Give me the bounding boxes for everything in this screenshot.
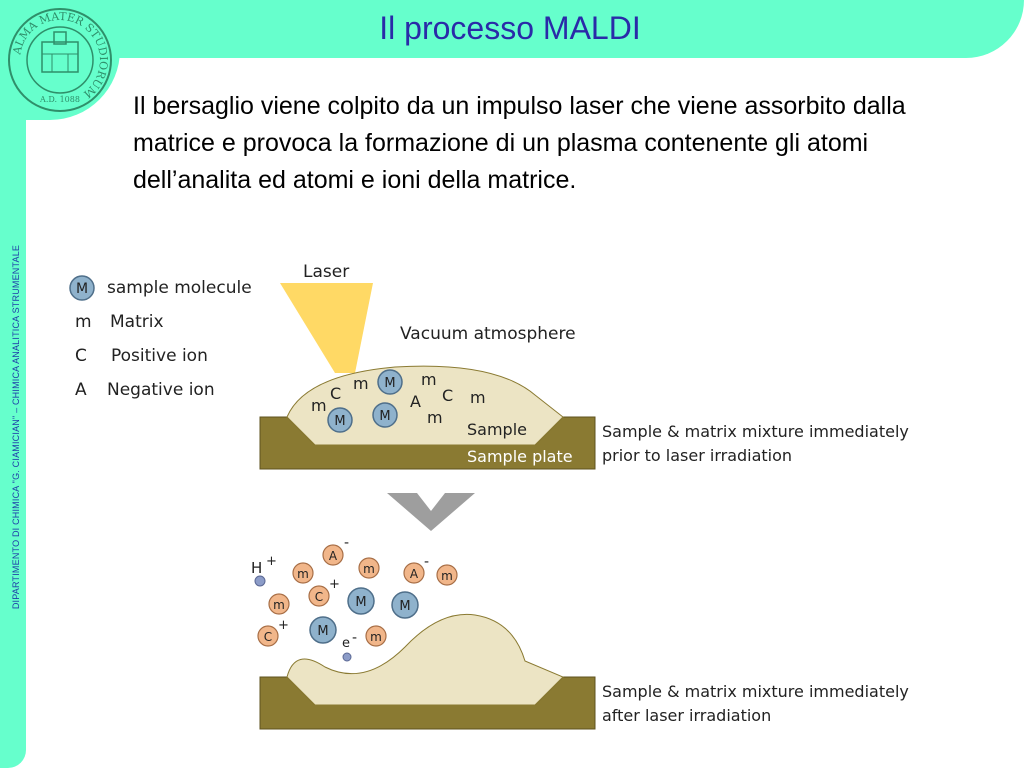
sample-plate-label: Sample plate	[467, 447, 573, 466]
ion-h-charge: +	[266, 554, 277, 569]
legend-sample-molecule: sample molecule	[107, 278, 252, 298]
header-band	[0, 0, 1024, 58]
legend-positive: Positive ion	[111, 346, 208, 366]
seal-year: A.D. 1088	[39, 95, 80, 104]
matrix-3: m	[421, 370, 437, 389]
anion-1-label: A	[329, 549, 338, 563]
matrix-ion-3	[436, 564, 458, 586]
electron-label: e	[342, 636, 350, 651]
molecule-after-1-label: M	[355, 595, 366, 610]
slide-title: Il processo MALDI	[379, 10, 641, 46]
left-band	[0, 0, 26, 768]
ion-c1: C	[330, 384, 341, 403]
ion-a1: A	[410, 392, 421, 411]
matrix-ion-4	[268, 593, 290, 615]
legend-sample-molecule-symbol: M	[76, 281, 88, 297]
university-seal-icon: ALMA MATER STUDIORUM A.D. 1088	[8, 8, 112, 112]
cation-1	[308, 585, 330, 607]
cation-2-label: C	[264, 630, 272, 644]
cation-2	[257, 625, 279, 647]
slide-body-text: Il bersaglio viene colpito da un impulso…	[133, 92, 906, 194]
anion-2	[403, 562, 425, 584]
caption-before-line1: Sample & matrix mixture immediately	[602, 422, 909, 441]
maldi-diagram: M sample molecule m Matrix C Positive io…	[69, 262, 909, 730]
laser-label: Laser	[303, 262, 349, 282]
matrix-4: m	[470, 388, 486, 407]
sample-label: Sample	[467, 420, 527, 439]
plate-after: H + A - m m A - m m C + M M C + M e - m	[251, 535, 596, 730]
matrix-ion-2-label: m	[363, 562, 375, 576]
molecule-after-2-label: M	[399, 599, 410, 614]
electron-charge: -	[352, 630, 357, 646]
molecule-after-3	[309, 616, 337, 644]
matrix-ion-5	[365, 625, 387, 647]
hydrogen-ion	[254, 575, 266, 587]
molecule-after-3-label: M	[317, 624, 328, 639]
molecule-m1	[377, 369, 403, 395]
molecule-m2	[327, 407, 353, 433]
molecule-m3	[372, 402, 398, 428]
molecule-after-1	[347, 587, 375, 615]
anion-2-charge: -	[424, 554, 429, 570]
matrix-ion-3-label: m	[441, 569, 453, 583]
vacuum-label: Vacuum atmosphere	[400, 324, 576, 344]
ion-h: H	[251, 559, 262, 577]
laser-beam	[280, 283, 373, 373]
anion-1	[322, 544, 344, 566]
matrix-ion-2	[358, 557, 380, 579]
caption-after-line1: Sample & matrix mixture immediately	[602, 682, 909, 701]
legend-positive-symbol: C	[75, 346, 87, 366]
caption-before-line2: prior to laser irradiation	[602, 446, 792, 465]
molecule-m3-label: M	[379, 409, 390, 424]
matrix-2: m	[311, 396, 327, 415]
legend-sample-molecule-marker	[69, 275, 95, 301]
matrix-ion-5-label: m	[370, 630, 382, 644]
cation-1-label: C	[315, 590, 323, 604]
molecule-after-2	[391, 591, 419, 619]
anion-2-label: A	[410, 567, 419, 581]
ion-c2: C	[442, 386, 453, 405]
anion-1-charge: -	[344, 535, 349, 551]
electron	[342, 652, 352, 662]
legend-matrix: Matrix	[110, 312, 164, 332]
sidebar-department-text: DIPARTIMENTO DI CHIMICA "G. CIAMICIAN" –…	[11, 244, 21, 610]
transition-arrow-icon	[387, 493, 475, 531]
matrix-5: m	[427, 408, 443, 427]
matrix-ion-1-label: m	[297, 567, 309, 581]
legend-negative-symbol: A	[75, 380, 87, 400]
legend: M sample molecule m Matrix C Positive io…	[69, 275, 252, 400]
matrix-ion-4-label: m	[273, 598, 285, 612]
molecule-m1-label: M	[384, 376, 395, 391]
matrix-ion-1	[292, 562, 314, 584]
legend-negative: Negative ion	[107, 380, 215, 400]
caption-after-line2: after laser irradiation	[602, 706, 771, 725]
legend-matrix-symbol: m	[75, 312, 92, 332]
matrix-1: m	[353, 374, 369, 393]
molecule-m2-label: M	[334, 414, 345, 429]
cation-1-charge: +	[329, 577, 340, 592]
cation-2-charge: +	[278, 618, 289, 633]
plate-before: Sample Sample plate M M M C m m m A C m …	[259, 365, 596, 470]
